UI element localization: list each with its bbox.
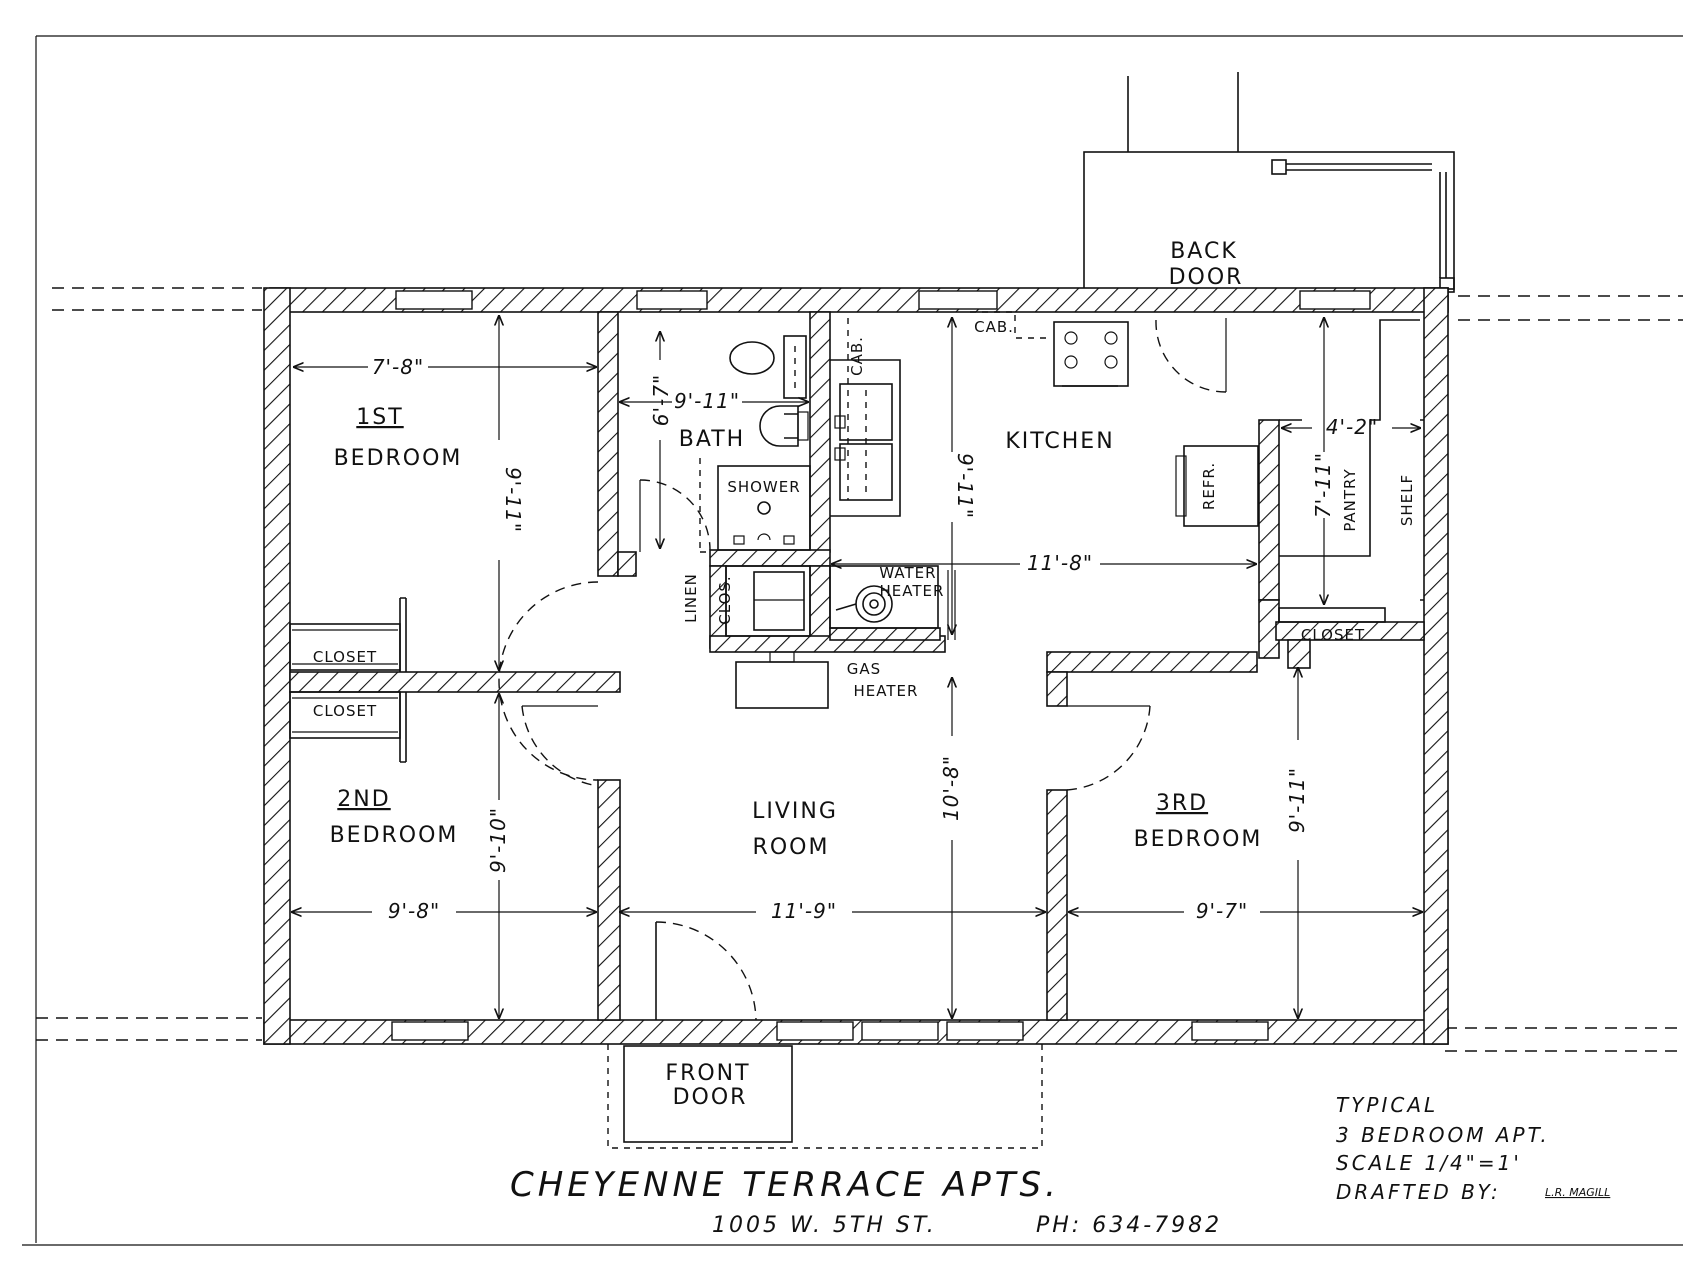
bath-label: BATH [679, 427, 745, 452]
dimension-lines [292, 316, 1422, 1018]
dim-b3-depth: 9'-11" [1285, 767, 1309, 833]
bedroom3-number: 3RD [1156, 791, 1208, 816]
closets-b1-b2 [289, 597, 407, 763]
dim-pantry-width: 4'-2" [1326, 415, 1378, 439]
water-heater-label-2: HEATER [880, 582, 945, 600]
kitchen-label: KITCHEN [1005, 429, 1114, 454]
dim-kitchen-depth: 9'-11" [953, 453, 977, 519]
plan-title: CHEYENNE TERRACE APTS. [510, 1165, 1060, 1205]
plan-address: 1005 W. 5TH ST. [712, 1213, 937, 1238]
bedroom3-label: BEDROOM [1134, 827, 1263, 852]
bedroom2-number: 2ND [337, 787, 390, 812]
windows [391, 290, 1371, 1041]
living-label-1: LIVING [752, 799, 838, 824]
living-label-2: ROOM [753, 835, 830, 860]
dim-b1-depth: 9'-11" [501, 467, 525, 533]
note-typical: TYPICAL [1336, 1093, 1438, 1117]
interior-walls [289, 311, 1425, 1021]
dim-living-width: 11'-9" [771, 899, 837, 923]
dim-bath-depth: 6'-7" [649, 374, 673, 426]
dim-bath-width: 9'-11" [674, 389, 740, 413]
cab-label-1: CAB. [974, 318, 1014, 336]
closet-label-1: CLOSET [313, 648, 377, 666]
gas-heater-label-2: HEATER [854, 682, 919, 700]
back-door-label-1: BACK [1170, 239, 1238, 264]
kitchen-fixtures [830, 311, 1259, 527]
linen-label: LINEN [682, 573, 700, 623]
front-stoop [607, 1044, 1043, 1149]
shower-label: SHOWER [727, 478, 800, 496]
note-apt: 3 BEDROOM APT. [1336, 1123, 1550, 1147]
dim-kitchen-width: 11'-8" [1027, 551, 1093, 575]
bedroom2-label: BEDROOM [330, 823, 459, 848]
dim-b1-width: 7'-8" [372, 355, 424, 379]
bedroom1-label: BEDROOM [334, 446, 463, 471]
closet-label-2: CLOSET [313, 702, 377, 720]
sheet-border [22, 35, 1683, 1246]
dim-pantry-depth: 7'-11" [1311, 452, 1335, 518]
drafter-signature: L.R. MAGILL [1545, 1186, 1610, 1199]
front-door-label-1: FRONT [665, 1061, 750, 1086]
property-lines [36, 287, 1683, 1052]
closet-label-3: CLOSET [1301, 626, 1365, 644]
water-heater [829, 565, 956, 640]
bath-fixtures [639, 335, 811, 553]
dim-b2-depth: 9'-10" [486, 807, 510, 873]
shelf-label: SHELF [1398, 474, 1416, 526]
back-door-label-2: DOOR [1169, 265, 1244, 290]
front-door-label-2: DOOR [673, 1085, 748, 1110]
water-heater-label-1: WATER [879, 564, 936, 582]
pantry [1278, 319, 1424, 623]
dim-b3-width: 9'-7" [1196, 899, 1248, 923]
dim-living-depth: 10'-8" [939, 755, 963, 821]
pantry-label: PANTRY [1341, 468, 1359, 531]
door-swings [498, 581, 1151, 1021]
linen-closet [725, 565, 829, 709]
back-porch [1083, 72, 1455, 293]
note-drafted: DRAFTED BY: [1336, 1180, 1501, 1204]
clos-label: CLOS. [716, 575, 734, 624]
plan-phone: PH: 634-7982 [1036, 1213, 1222, 1238]
gas-heater-label-1: GAS [847, 660, 881, 678]
bedroom1-number: 1ST [356, 405, 403, 430]
cab-label-2: CAB. [848, 336, 866, 376]
note-scale: SCALE 1/4"=1' [1336, 1151, 1522, 1175]
refr-label: REFR. [1200, 462, 1218, 510]
dim-b2-width: 9'-8" [388, 899, 440, 923]
